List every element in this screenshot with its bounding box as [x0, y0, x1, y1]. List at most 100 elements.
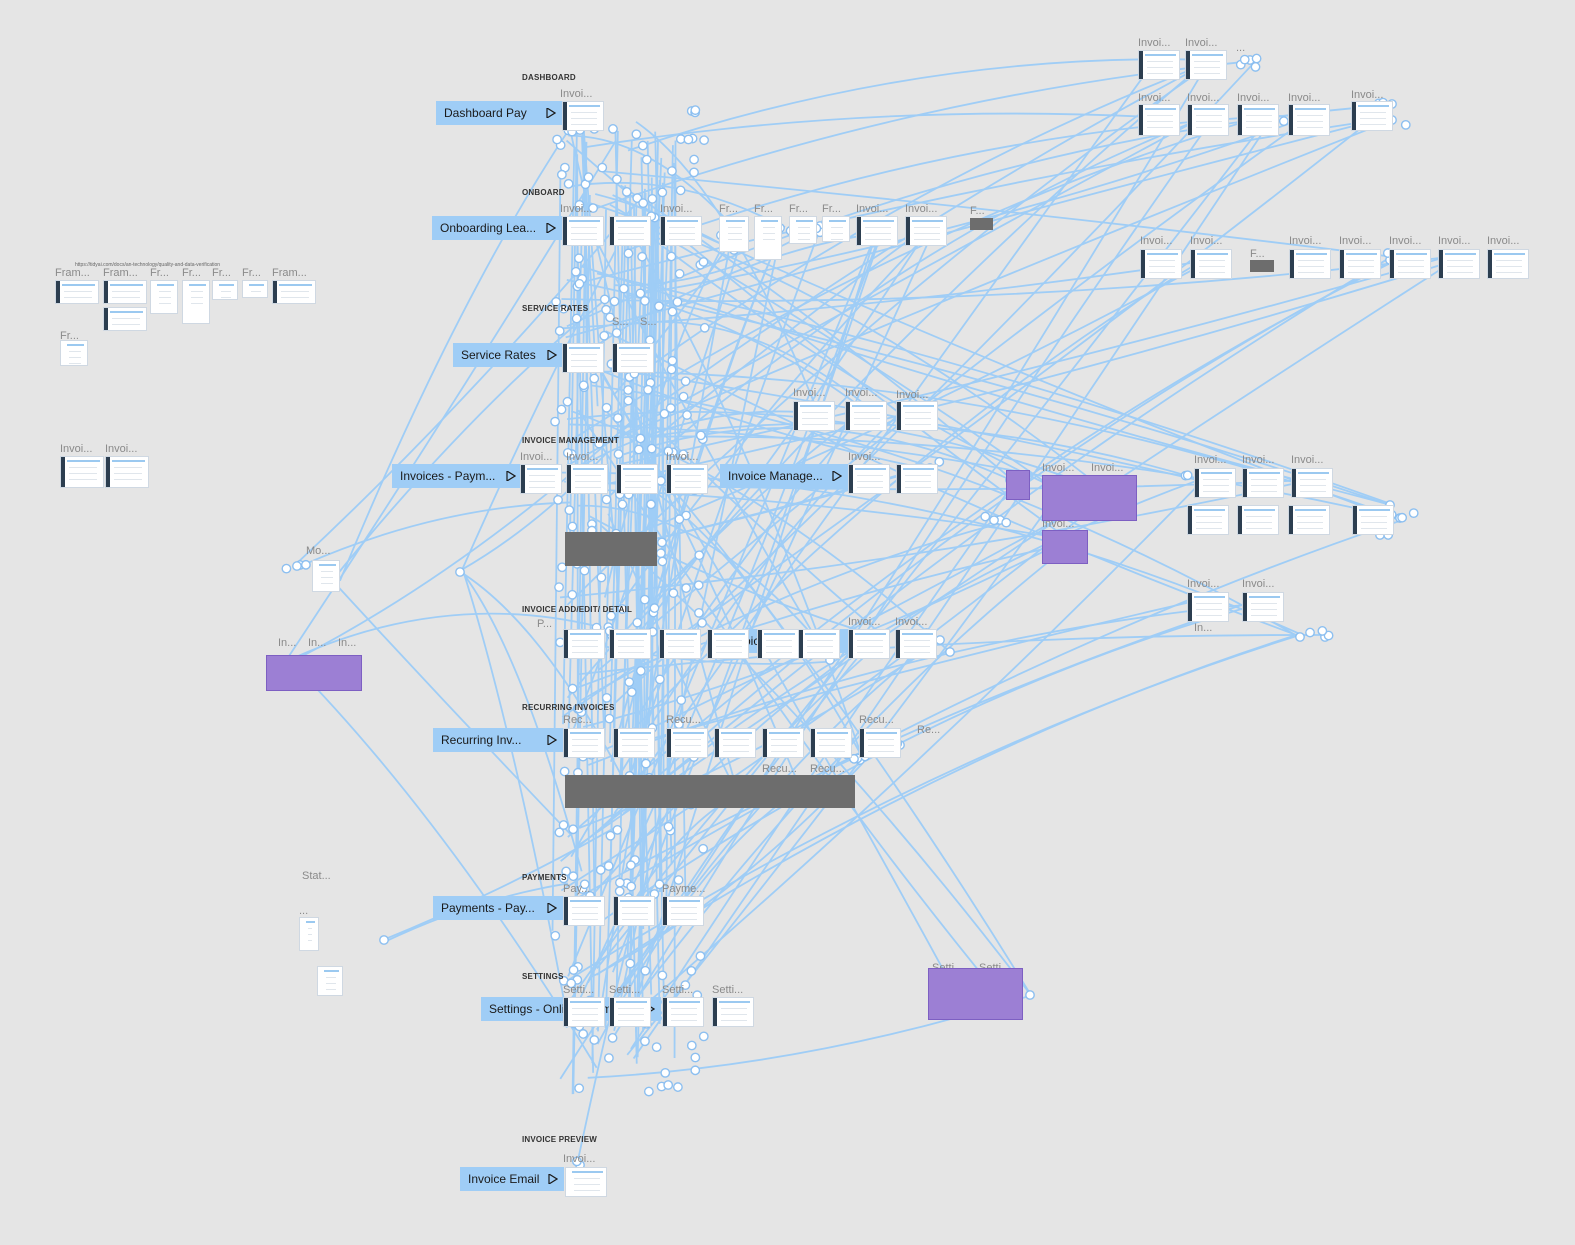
frame-thumbnail[interactable] — [563, 997, 605, 1027]
flow-start-invoice-email[interactable]: Invoice Email — [460, 1167, 564, 1191]
connector-node-icon[interactable] — [621, 187, 632, 197]
frame-thumbnail[interactable] — [1242, 592, 1284, 622]
connector-node-icon[interactable] — [612, 413, 623, 423]
connector-node-icon[interactable] — [578, 1029, 589, 1039]
connector-node-icon[interactable] — [665, 403, 676, 413]
frame-thumbnail[interactable] — [563, 728, 605, 758]
frame-thumbnail[interactable] — [848, 464, 890, 494]
connector-node-icon[interactable] — [1305, 627, 1315, 638]
connector-node-icon[interactable] — [614, 886, 625, 897]
connector-node-icon[interactable] — [571, 266, 581, 277]
frame-thumbnail[interactable] — [1185, 50, 1227, 80]
frame-dark-small[interactable] — [970, 218, 993, 230]
connector-node-icon[interactable] — [1245, 55, 1255, 65]
frame-thumbnail[interactable] — [895, 629, 937, 659]
connector-node-icon[interactable] — [601, 402, 612, 413]
connector-node-icon[interactable] — [572, 974, 583, 985]
connector-node-icon[interactable] — [1400, 119, 1411, 130]
connector-node-icon[interactable] — [574, 253, 584, 264]
connector-node-icon[interactable] — [643, 384, 653, 395]
frame-thumbnail[interactable] — [60, 340, 88, 366]
connector-node-icon[interactable] — [686, 106, 697, 116]
connector-node-icon[interactable] — [675, 134, 686, 144]
connector-node-icon[interactable] — [635, 666, 646, 676]
connector-node-icon[interactable] — [640, 1036, 650, 1047]
connector-node-icon[interactable] — [637, 140, 648, 151]
connector-node-icon[interactable] — [632, 193, 643, 203]
flow-start-payments[interactable]: Payments - Pay... — [433, 896, 563, 920]
frame-group-dark[interactable] — [565, 532, 657, 566]
connector-node-icon[interactable] — [651, 1042, 662, 1053]
connector-node-icon[interactable] — [599, 330, 610, 341]
frame-thumbnail[interactable] — [1187, 104, 1229, 136]
connector-node-icon[interactable] — [597, 162, 608, 173]
connector-node-icon[interactable] — [666, 364, 677, 375]
connector-node-icon[interactable] — [668, 588, 679, 598]
connector-node-icon[interactable] — [657, 556, 668, 567]
frame-thumbnail[interactable] — [1242, 468, 1284, 498]
connector-node-icon[interactable] — [689, 154, 699, 165]
frame-thumbnail[interactable] — [566, 464, 608, 494]
connector-node-icon[interactable] — [1001, 517, 1012, 528]
connector-node-icon[interactable] — [1182, 470, 1193, 481]
connector-node-icon[interactable] — [635, 433, 646, 444]
connector-node-icon[interactable] — [599, 294, 610, 305]
frame-thumbnail[interactable] — [563, 896, 605, 926]
connector-node-icon[interactable] — [589, 373, 600, 384]
connector-node-icon[interactable] — [1397, 512, 1408, 523]
frame-thumbnail[interactable] — [848, 629, 890, 659]
frame-thumbnail[interactable] — [1288, 505, 1330, 535]
connector-node-icon[interactable] — [697, 617, 707, 628]
purple-frame-group[interactable] — [928, 968, 1023, 1020]
connector-node-icon[interactable] — [698, 843, 709, 854]
connector-node-icon[interactable] — [693, 580, 704, 591]
frame-thumbnail[interactable] — [317, 966, 343, 996]
frame-thumbnail[interactable] — [793, 401, 835, 431]
connector-node-icon[interactable] — [660, 1067, 671, 1078]
connector-node-icon[interactable] — [1235, 59, 1246, 70]
frame-thumbnail[interactable] — [1237, 104, 1279, 136]
frame-thumbnail[interactable] — [1187, 505, 1229, 535]
frame-thumbnail[interactable] — [1190, 249, 1232, 279]
connector-node-icon[interactable] — [657, 970, 668, 981]
connector-node-icon[interactable] — [676, 695, 687, 706]
connector-node-icon[interactable] — [656, 548, 666, 559]
frame-thumbnail[interactable] — [662, 997, 704, 1027]
frame-thumbnail[interactable] — [562, 101, 604, 131]
connector-node-icon[interactable] — [648, 607, 659, 618]
connector-node-icon[interactable] — [612, 824, 623, 835]
play-icon[interactable] — [546, 108, 556, 118]
play-icon[interactable] — [506, 471, 516, 481]
frame-thumbnail[interactable] — [212, 280, 238, 300]
connector-node-icon[interactable] — [682, 410, 692, 420]
connector-node-icon[interactable] — [989, 515, 999, 526]
connector-node-icon[interactable] — [657, 187, 668, 198]
connector-node-icon[interactable] — [568, 965, 579, 975]
connector-node-icon[interactable] — [564, 505, 575, 516]
frame-group-dark[interactable] — [565, 775, 855, 808]
purple-frame-group[interactable] — [1042, 530, 1088, 564]
frame-thumbnail[interactable] — [896, 464, 938, 494]
frame-thumbnail[interactable] — [707, 629, 749, 659]
connector-node-icon[interactable] — [580, 179, 591, 190]
purple-frame-group[interactable] — [266, 655, 362, 691]
connector-node-icon[interactable] — [455, 567, 465, 577]
frame-thumbnail[interactable] — [822, 216, 850, 242]
connector-node-icon[interactable] — [657, 537, 667, 548]
connector-node-icon[interactable] — [1295, 632, 1305, 642]
connector-node-icon[interactable] — [292, 561, 302, 571]
connector-node-icon[interactable] — [611, 327, 622, 338]
connector-node-icon[interactable] — [654, 301, 664, 312]
frame-thumbnail[interactable] — [754, 216, 782, 260]
connector-node-icon[interactable] — [654, 674, 665, 685]
connector-node-icon[interactable] — [574, 1083, 585, 1094]
frame-thumbnail[interactable] — [60, 456, 104, 488]
connector-node-icon[interactable] — [615, 877, 625, 888]
connector-node-icon[interactable] — [595, 865, 606, 875]
frame-thumbnail[interactable] — [609, 216, 651, 246]
connector-node-icon[interactable] — [935, 635, 945, 645]
connector-node-icon[interactable] — [574, 278, 585, 289]
connector-node-icon[interactable] — [674, 514, 685, 525]
connector-node-icon[interactable] — [550, 930, 561, 941]
connector-node-icon[interactable] — [626, 860, 636, 871]
